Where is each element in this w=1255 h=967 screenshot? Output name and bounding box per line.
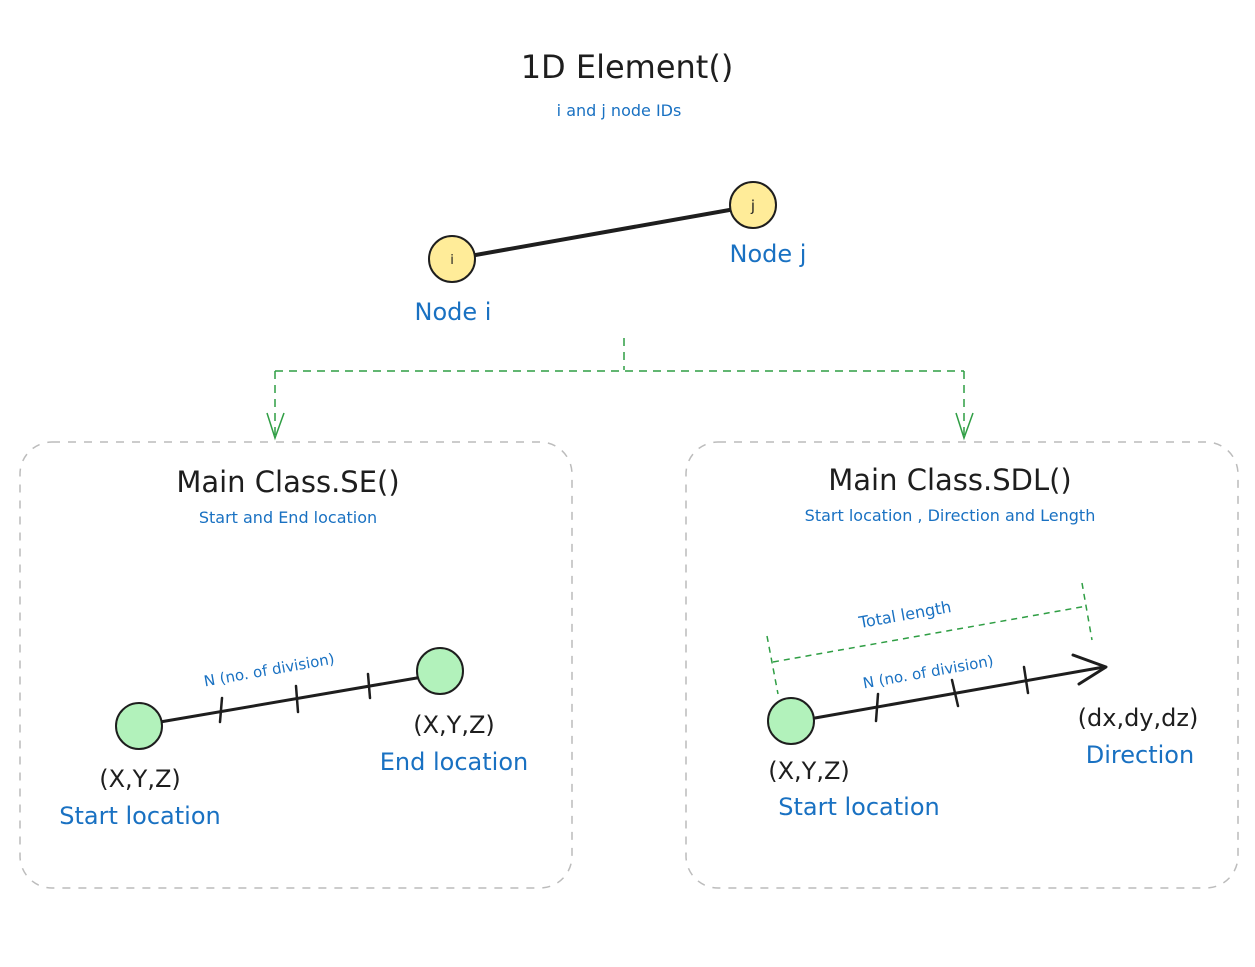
sdl-tick-2 [950, 678, 960, 708]
total-length-left-extent [766, 635, 779, 695]
se-panel-border [19, 441, 573, 889]
se-tick-1 [218, 696, 224, 724]
sdl-panel-title: Main Class.SDL() [828, 463, 1071, 497]
se-panel-subtitle: Start and End location [199, 508, 377, 527]
split-connector [266, 338, 974, 441]
se-start-coords: (X,Y,Z) [99, 765, 181, 793]
sdl-direction-line [813, 665, 1106, 720]
sdl-start-point[interactable] [767, 697, 815, 745]
se-segment-line [158, 672, 442, 724]
sdl-tick-3 [1022, 665, 1030, 695]
sdl-divisions-label: N (no. of division) [861, 652, 994, 693]
sdl-direction-coords: (dx,dy,dz) [1078, 704, 1199, 732]
sdl-panel-subtitle: Start location , Direction and Length [805, 506, 1096, 525]
element-line [451, 204, 754, 261]
sdl-tick-1 [874, 692, 880, 723]
se-tick-2 [294, 684, 300, 714]
se-start-label: Start location [59, 802, 220, 830]
se-start-point[interactable] [115, 702, 163, 750]
page-title: 1D Element() [521, 48, 734, 86]
se-divisions-label: N (no. of division) [202, 650, 335, 691]
node-j[interactable]: j [729, 181, 777, 229]
se-end-coords: (X,Y,Z) [413, 711, 495, 739]
node-i-circle [428, 235, 476, 283]
se-tick-3 [366, 672, 372, 700]
node-i-label: Node i [415, 298, 492, 326]
se-end-label: End location [380, 748, 528, 776]
sdl-arrowhead-icon [1071, 653, 1108, 686]
node-j-badge: j [750, 197, 755, 215]
sdl-direction-label: Direction [1086, 741, 1194, 769]
total-length-dimension [766, 582, 1093, 695]
arrowhead-right-icon [955, 412, 974, 441]
se-panel-title: Main Class.SE() [176, 465, 399, 499]
se-end-point[interactable] [416, 647, 464, 695]
sdl-total-length-label: Total length [856, 597, 952, 632]
node-i-badge: i [450, 253, 454, 268]
node-i[interactable]: i [428, 235, 476, 283]
sdl-panel-border [685, 441, 1239, 889]
node-j-circle [729, 181, 777, 229]
total-length-right-extent [1081, 582, 1093, 641]
sdl-panel: Main Class.SDL() Start location , Direct… [685, 441, 1239, 889]
sdl-division-ticks [874, 665, 1030, 723]
sdl-start-label: Start location [778, 793, 939, 821]
node-j-label: Node j [730, 240, 807, 268]
se-division-ticks [218, 672, 372, 724]
arrowhead-left-icon [266, 412, 285, 441]
sdl-start-coords: (X,Y,Z) [768, 757, 850, 785]
page-subtitle: i and j node IDs [557, 101, 682, 120]
total-length-line [772, 605, 1088, 663]
se-panel: Main Class.SE() Start and End location N… [19, 441, 573, 889]
